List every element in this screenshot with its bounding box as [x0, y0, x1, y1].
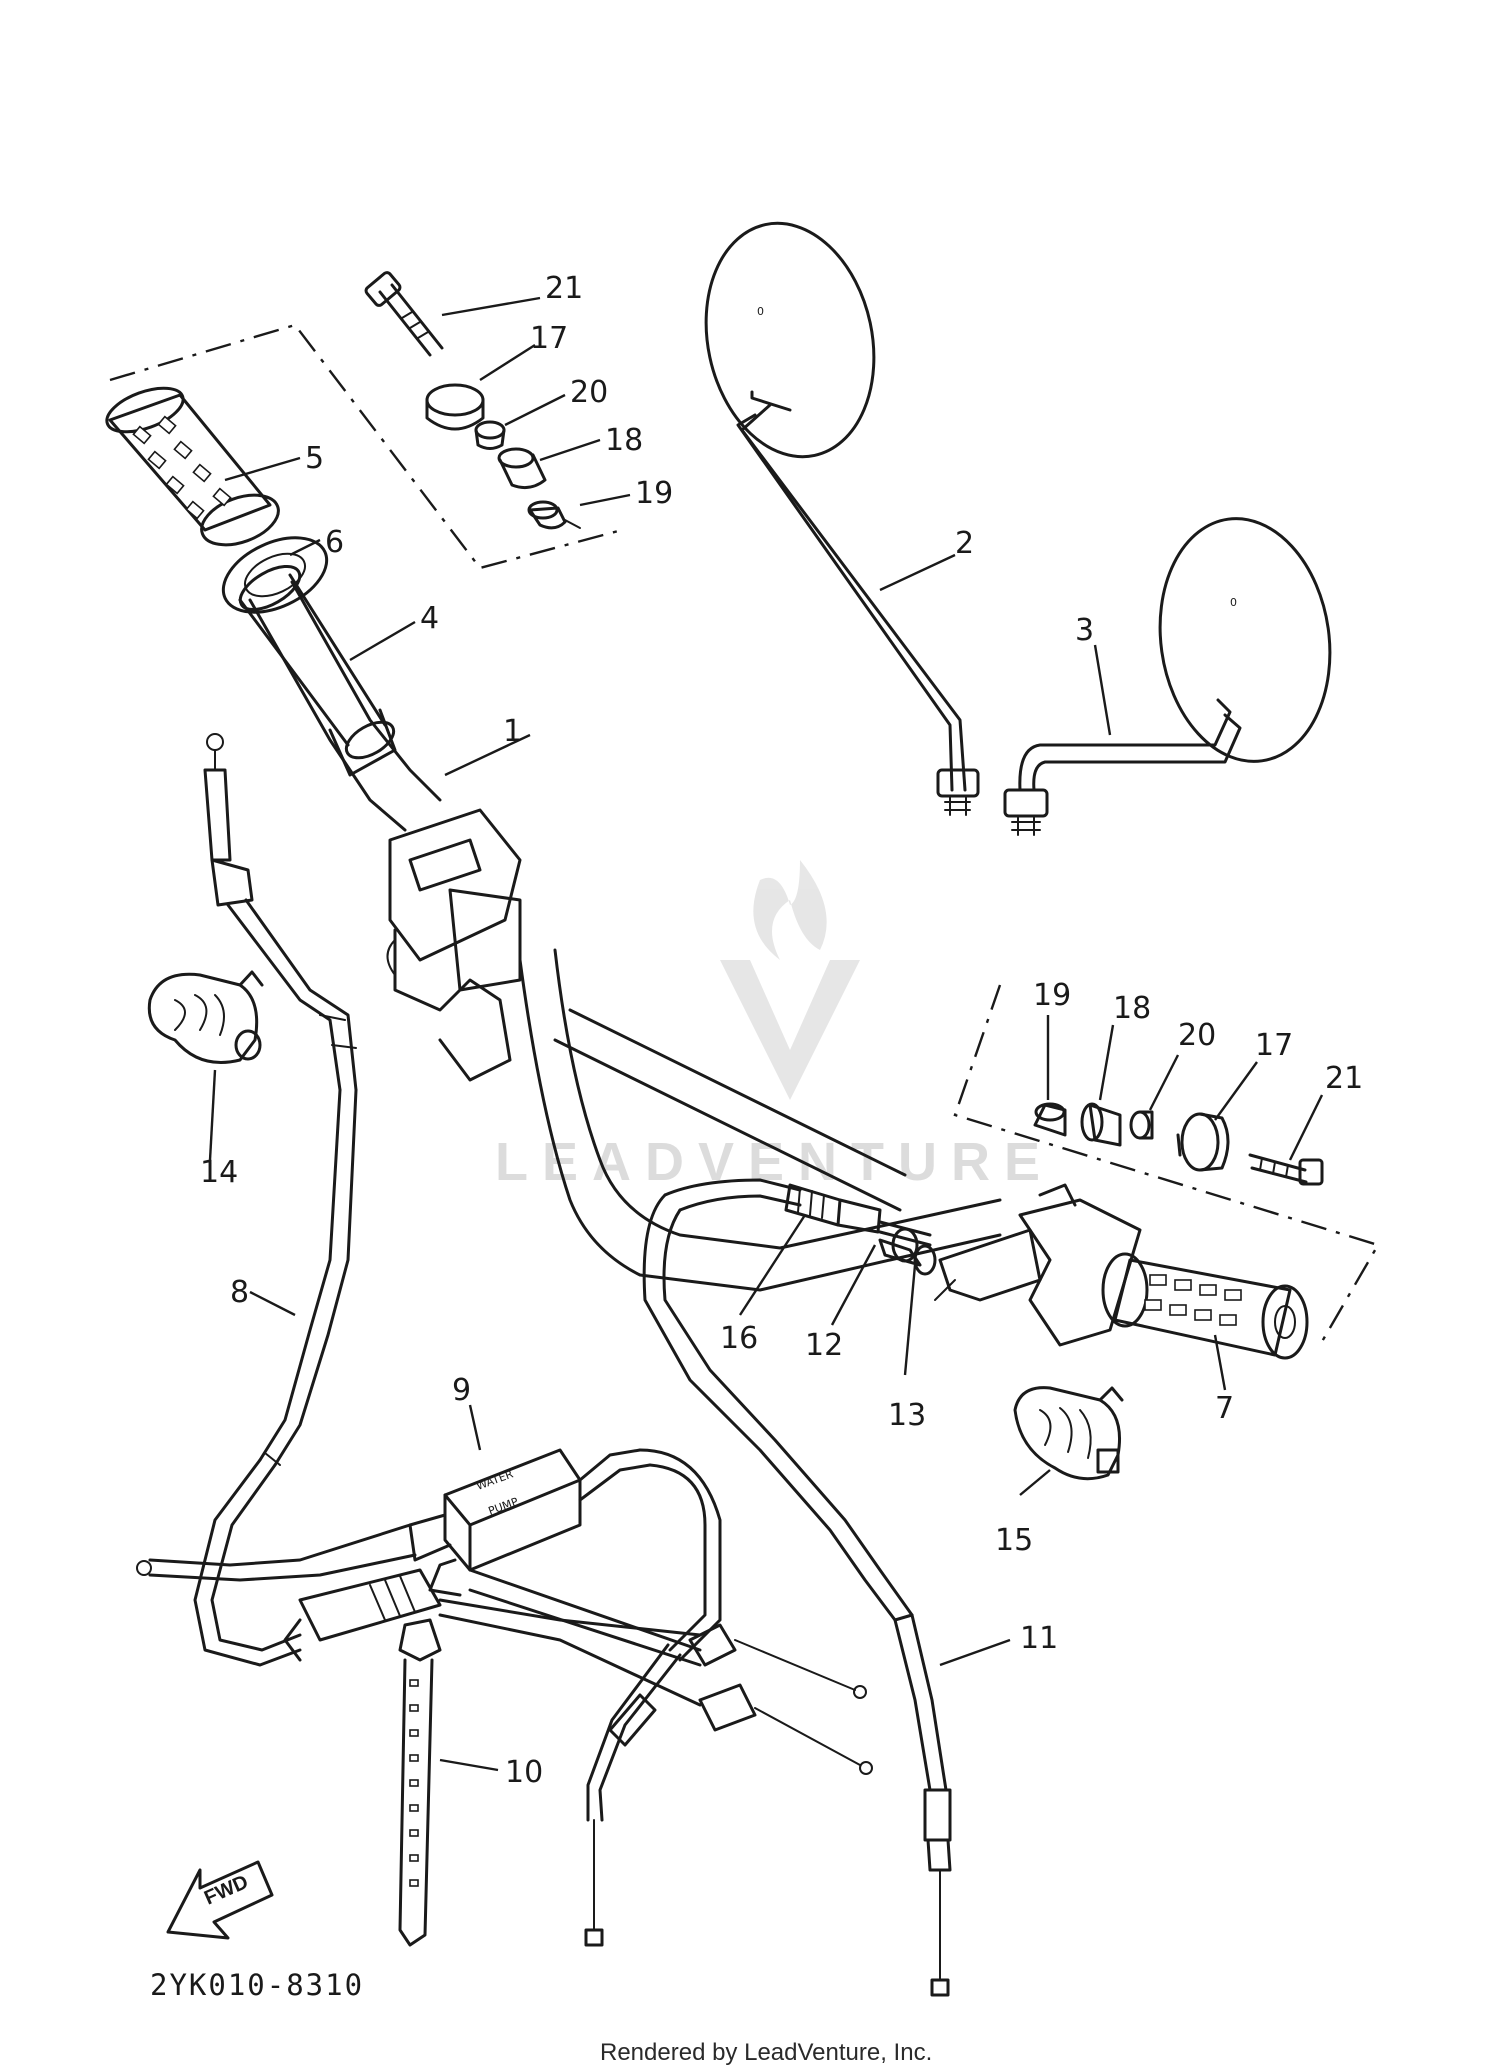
lower-fastener-set: [1033, 1102, 1324, 1186]
callout-20-upper: 20: [570, 375, 608, 410]
mirror-left: 0: [1003, 517, 1332, 836]
right-lever-housing: [934, 1183, 1142, 1347]
throttle-housing: [386, 808, 522, 1082]
forward-arrow: FWD: [166, 1860, 274, 1940]
grip-seal: [221, 536, 329, 614]
callout-18-lower: 18: [1113, 991, 1151, 1026]
handlebar: [248, 580, 1002, 1292]
cable-adjuster-parts: [784, 1183, 937, 1276]
callout-15: 15: [995, 1523, 1033, 1558]
cable-tie: [398, 1618, 442, 1947]
leader-lines: [208, 296, 1324, 1772]
render-credit: Rendered by LeadVenture, Inc.: [600, 2039, 932, 2066]
callout-4: 4: [420, 601, 439, 636]
callout-7: 7: [1215, 1391, 1234, 1426]
callout-5: 5: [305, 441, 324, 476]
callout-1: 1: [503, 714, 522, 749]
callout-19-lower: 19: [1033, 978, 1071, 1013]
svg-text:0: 0: [1230, 596, 1237, 609]
callout-16: 16: [720, 1321, 758, 1356]
right-grip: [1101, 1252, 1309, 1360]
callout-2: 2: [955, 526, 974, 561]
water-pump-junction: WATER PUMP: [136, 1448, 722, 1667]
callout-18-upper: 18: [605, 423, 643, 458]
callout-21-lower: 21: [1325, 1061, 1363, 1096]
callout-12: 12: [805, 1328, 843, 1363]
callout-10: 10: [505, 1755, 543, 1790]
diagram-code: 2YK010-8310: [150, 1968, 364, 2002]
callout-3: 3: [1075, 613, 1094, 648]
pump-label-water: WATER: [475, 1467, 516, 1492]
throttle-cable: [193, 733, 358, 1667]
callout-labels: 1 2 3 4 5 6 7 8 9 10 11 12 13 14 15 16 2…: [200, 271, 1363, 1790]
svg-text:0: 0: [757, 305, 764, 318]
callout-9: 9: [452, 1373, 471, 1408]
callout-13: 13: [888, 1398, 926, 1433]
leadventure-watermark: LEADVENTURE: [495, 860, 1040, 1192]
callout-19-upper: 19: [635, 476, 673, 511]
callout-6: 6: [325, 525, 344, 560]
left-switch-cover: [147, 970, 264, 1064]
callout-17-lower: 17: [1255, 1028, 1293, 1063]
callout-11: 11: [1020, 1621, 1058, 1656]
pump-label-pump: PUMP: [487, 1495, 521, 1518]
left-grip: [105, 386, 280, 547]
cable-11: [642, 1178, 952, 1997]
callout-17-upper: 17: [530, 321, 568, 356]
callout-8: 8: [230, 1275, 249, 1310]
callout-14: 14: [200, 1155, 238, 1190]
upper-fastener-group-box: [109, 323, 623, 570]
upper-fastener-set: [364, 271, 581, 530]
auxiliary-cables: [283, 1568, 873, 1775]
lower-fastener-group-box: [953, 984, 1380, 1346]
mirror-right: 0: [704, 221, 980, 816]
callout-21-upper: 21: [545, 271, 583, 306]
callout-20-lower: 20: [1178, 1018, 1216, 1053]
choke-cable-lower: [584, 1643, 682, 1947]
grip-tube: [238, 564, 397, 777]
right-switch-cover: [1013, 1386, 1124, 1481]
